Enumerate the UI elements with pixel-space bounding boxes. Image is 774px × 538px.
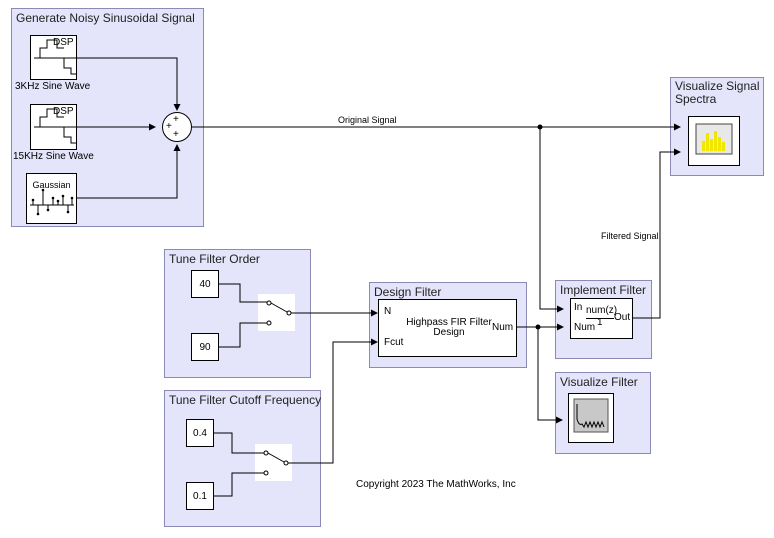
sine-wave-15khz-block[interactable]: DSP (30, 104, 77, 150)
sum-block[interactable]: + + + (162, 112, 192, 142)
switch-icon (255, 450, 292, 476)
filtered-signal-label: Filtered Signal (601, 231, 659, 241)
impl-tf-numerator: num(z) (586, 305, 618, 316)
sine1-label: 3KHz Sine Wave (15, 81, 91, 92)
constant-40-block[interactable]: 40 (191, 270, 219, 298)
manual-switch-cutoff[interactable] (255, 444, 292, 481)
sine2-label: 15KHz Sine Wave (13, 151, 94, 162)
impl-port-num: Num (574, 322, 596, 333)
area-title-design: Design Filter (374, 285, 442, 299)
filter-response-icon (573, 398, 609, 433)
design-port-n: N (384, 306, 392, 317)
wire-01-to-switch (213, 472, 255, 497)
constant-04-block[interactable]: 0.4 (186, 419, 214, 447)
sum-sign-bottom: + (173, 129, 179, 140)
gaussian-label: Gaussian (32, 180, 71, 190)
noise-stem-icon (30, 188, 74, 216)
constant-01-value: 0.1 (193, 491, 207, 502)
discrete-filter-block[interactable]: In Num num(z) 1 Out (570, 298, 633, 339)
original-signal-label: Original Signal (338, 115, 397, 125)
copyright-text: Copyright 2023 The MathWorks, Inc (356, 479, 516, 490)
sine-wave-3khz-block[interactable]: DSP (30, 35, 77, 80)
wire-gaussian-to-sum (77, 144, 181, 199)
sum-sign-left: + (166, 121, 172, 132)
sine2-dsp-tag: DSP (53, 106, 74, 117)
switch-icon (258, 300, 295, 326)
constant-40-value: 40 (199, 279, 211, 290)
manual-switch-order[interactable] (258, 294, 295, 331)
wire-sine1-to-sum (77, 57, 181, 111)
sine-wave-icon (34, 39, 76, 75)
gaussian-noise-block[interactable]: Gaussian (26, 173, 77, 224)
spectrum-analyzer-block[interactable] (688, 116, 740, 166)
area-title-implement: Implement Filter (560, 283, 647, 297)
design-block-title: Highpass FIR Filter Design (406, 317, 492, 338)
design-port-num: Num (492, 322, 514, 333)
sine-wave-icon (34, 108, 76, 144)
wire-num-to-visualize (537, 327, 563, 424)
constant-90-block[interactable]: 90 (191, 333, 219, 361)
impl-tf-fraction-bar (586, 318, 614, 319)
wire-switch-to-fcut (291, 338, 378, 464)
impl-port-out: Out (614, 312, 631, 323)
filter-visualizer-block[interactable] (568, 393, 614, 443)
spectrum-scope-icon (695, 123, 733, 155)
area-title-tune-order: Tune Filter Order (169, 252, 260, 266)
design-port-fcut: Fcut (384, 337, 404, 348)
constant-04-value: 0.4 (193, 428, 207, 439)
sine1-dsp-tag: DSP (53, 37, 74, 48)
wire-04-to-switch (213, 432, 255, 454)
constant-90-value: 90 (199, 342, 211, 353)
branch-point-original (537, 124, 543, 130)
branch-point-num (535, 324, 541, 330)
area-title-generate: Generate Noisy Sinusoidal Signal (16, 11, 195, 25)
area-title-tune-cutoff: Tune Filter Cutoff Frequency (169, 393, 322, 407)
constant-01-block[interactable]: 0.1 (186, 482, 214, 510)
wire-filtered-signal (633, 148, 681, 319)
highpass-fir-design-block[interactable]: N Fcut Num Highpass FIR Filter Design (378, 299, 517, 357)
impl-port-in: In (574, 302, 583, 313)
sum-sign-top: + (173, 114, 179, 125)
area-title-visualize-filter: Visualize Filter (560, 375, 638, 389)
impl-tf-denominator: 1 (597, 317, 603, 328)
wire-branch-to-implement (539, 127, 564, 313)
area-title-visualize-spectra: Visualize Signal Spectra (675, 79, 760, 106)
wire-40-to-switch (219, 283, 258, 303)
wire-90-to-switch (219, 322, 258, 348)
